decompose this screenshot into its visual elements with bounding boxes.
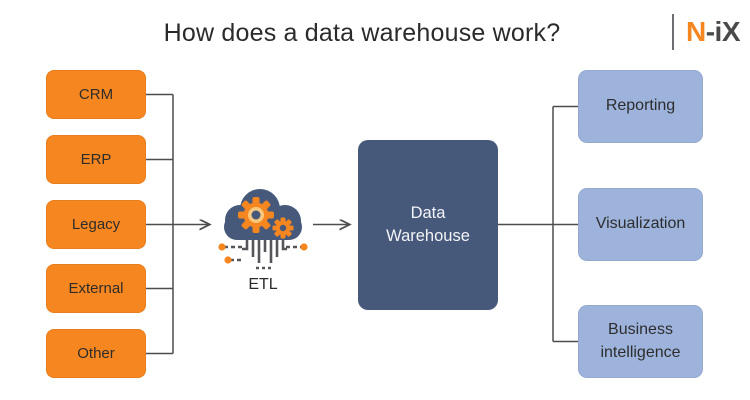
output-box-visualization: Visualization xyxy=(578,188,703,261)
output-box-reporting: Reporting xyxy=(578,70,703,143)
logo-accent-letter: N xyxy=(685,16,706,47)
source-box-other: Other xyxy=(46,329,146,378)
output-box-business-intelligence: Business intelligence xyxy=(578,305,703,378)
brand-logo: N-iX xyxy=(671,12,741,52)
source-box-label: ERP xyxy=(80,151,112,168)
logo-rest-letters: -iX xyxy=(705,16,741,47)
source-box-external: External xyxy=(46,264,146,313)
circuit-traces xyxy=(224,240,302,270)
data-warehouse-box: Data Warehouse xyxy=(358,140,498,310)
gear-small xyxy=(272,217,294,239)
source-box-erp: ERP xyxy=(46,135,146,184)
output-box-label: Visualization xyxy=(595,215,686,233)
gear-large xyxy=(238,197,274,233)
logo-text: N-iX xyxy=(685,16,741,47)
source-box-legacy: Legacy xyxy=(46,200,146,249)
circuit-nodes xyxy=(218,243,308,264)
source-box-label: Legacy xyxy=(71,216,121,233)
output-box-label: Business intelligence xyxy=(600,321,681,361)
connector-group xyxy=(146,93,578,355)
source-box-label: CRM xyxy=(78,86,114,103)
source-box-label: External xyxy=(68,280,124,297)
data-warehouse-label: Data Warehouse xyxy=(386,203,470,245)
etl-label: ETL xyxy=(248,276,278,293)
output-box-label: Reporting xyxy=(605,97,676,115)
source-box-crm: CRM xyxy=(46,70,146,119)
etl-cloud-gears-icon xyxy=(218,189,308,270)
page-title: How does a data warehouse work? xyxy=(163,19,561,47)
logo-divider xyxy=(671,14,674,50)
source-box-label: Other xyxy=(77,345,115,362)
